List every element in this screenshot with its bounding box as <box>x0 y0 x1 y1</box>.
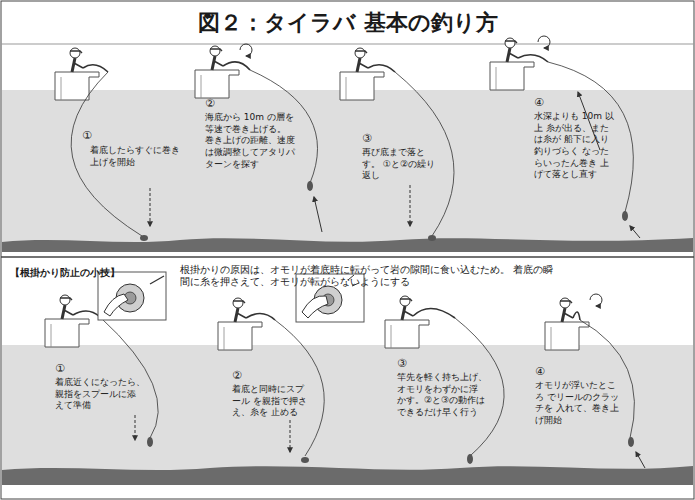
section-heading: 【根掛かり防止の小技】 <box>10 266 120 279</box>
callout-number: ① <box>55 363 65 374</box>
callout-number: ① <box>82 130 92 141</box>
step-caption: 着底近くになったら、 親指をスプールに添 えて準備 <box>55 377 145 412</box>
step-caption: 水深よりも 10m 以上 糸が出る、または糸が 船下に入り釣りづらく なったらい… <box>534 111 614 181</box>
step-caption: 着底と同時にスプール を親指で押さえ、糸を 止める <box>232 384 312 419</box>
callout-number: ③ <box>362 133 372 144</box>
callout-number: ④ <box>535 366 545 377</box>
callout-number: ② <box>205 98 215 109</box>
step-caption: 竿先を軽く持ち上げ、 オモリをわずかに浮 かす。②と③の動作は できるだけ早く行… <box>397 372 487 419</box>
step-caption: 再び底まで落とす。 ①と②の繰り返し <box>362 147 440 182</box>
callout-number: ④ <box>534 97 544 108</box>
section-note: 根掛かりの原因は、オモリが着底時に転がって岩の隙間に食い込むため。 着底の瞬間に… <box>180 264 560 289</box>
step-caption: 着底したらすぐに巻き上げを開始 <box>90 145 182 168</box>
step-caption: オモリが浮いたところ でリールのクラッチを 入れて、巻き上げ開始 <box>535 380 620 427</box>
diagram-title: 図２：タイラバ 基本の釣り方 <box>198 12 498 34</box>
callout-number: ② <box>232 370 242 381</box>
step-caption: 海底から 10m の層を等速で巻き上げる。 巻き上げの距離、速度は微調整してアタ… <box>205 112 297 170</box>
callout-number: ③ <box>397 358 407 369</box>
